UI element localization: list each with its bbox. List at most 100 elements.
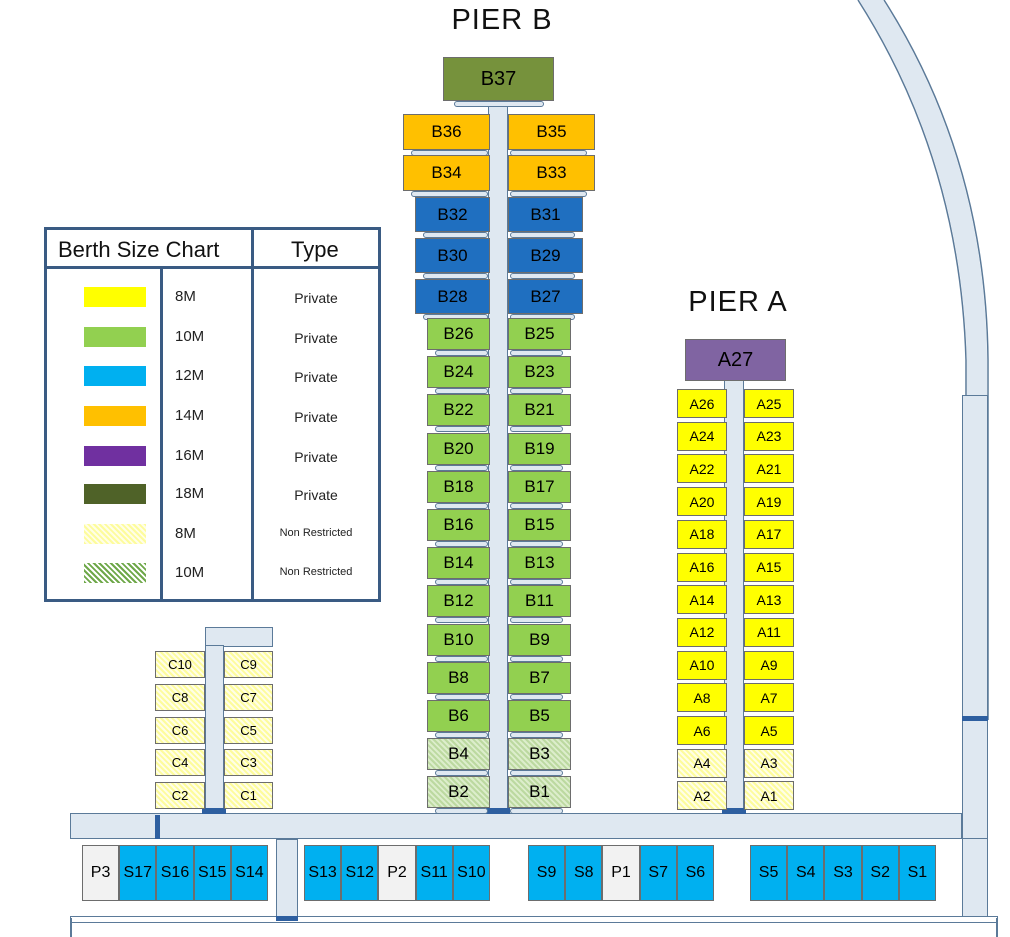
berth-a2[interactable]: A2 xyxy=(677,781,727,811)
berth-c9[interactable]: C9 xyxy=(224,651,273,678)
berth-b22[interactable]: B22 xyxy=(427,394,490,427)
berth-b18[interactable]: B18 xyxy=(427,470,490,503)
berth-a13[interactable]: A13 xyxy=(744,585,794,615)
berth-b20[interactable]: B20 xyxy=(427,432,490,465)
berth-b34[interactable]: B34 xyxy=(403,155,490,191)
berth-c2[interactable]: C2 xyxy=(155,782,205,810)
berth-b9[interactable]: B9 xyxy=(508,623,571,656)
berth-a9[interactable]: A9 xyxy=(744,650,794,680)
berth-a23[interactable]: A23 xyxy=(744,421,794,451)
berth-b25[interactable]: B25 xyxy=(508,318,571,350)
berth-a18[interactable]: A18 xyxy=(677,519,727,549)
berth-s4[interactable]: S4 xyxy=(787,845,825,901)
berth-a20[interactable]: A20 xyxy=(677,487,727,517)
berth-a19[interactable]: A19 xyxy=(744,487,794,517)
bottom-rail-right-post xyxy=(996,918,998,937)
berth-a6[interactable]: A6 xyxy=(677,716,727,745)
berth-b36[interactable]: B36 xyxy=(403,114,490,150)
berth-b33[interactable]: B33 xyxy=(508,155,595,191)
berth-b23[interactable]: B23 xyxy=(508,356,571,389)
berth-b32[interactable]: B32 xyxy=(415,197,490,232)
berth-a10[interactable]: A10 xyxy=(677,650,727,680)
berth-s12[interactable]: S12 xyxy=(341,845,379,901)
berth-a7[interactable]: A7 xyxy=(744,683,794,713)
berth-a15[interactable]: A15 xyxy=(744,552,794,582)
berth-c3[interactable]: C3 xyxy=(224,749,273,777)
berth-b16[interactable]: B16 xyxy=(427,509,490,541)
berth-b17[interactable]: B17 xyxy=(508,470,571,503)
berth-a14[interactable]: A14 xyxy=(677,585,727,615)
berth-b29[interactable]: B29 xyxy=(508,238,583,273)
berth-s11[interactable]: S11 xyxy=(415,845,453,901)
berth-b28[interactable]: B28 xyxy=(415,279,490,314)
berth-s7[interactable]: S7 xyxy=(639,845,677,901)
berth-a21[interactable]: A21 xyxy=(744,454,794,484)
berth-a26[interactable]: A26 xyxy=(677,389,727,418)
berth-b8[interactable]: B8 xyxy=(427,661,490,694)
berth-s8[interactable]: S8 xyxy=(565,845,603,901)
berth-s1[interactable]: S1 xyxy=(898,845,936,901)
berth-s5[interactable]: S5 xyxy=(750,845,788,901)
berth-b7[interactable]: B7 xyxy=(508,661,571,694)
berth-b10[interactable]: B10 xyxy=(427,623,490,656)
berth-b5[interactable]: B5 xyxy=(508,700,571,732)
berth-b24[interactable]: B24 xyxy=(427,356,490,389)
berth-b31[interactable]: B31 xyxy=(508,197,583,232)
berth-c5[interactable]: C5 xyxy=(224,716,273,744)
berth-a22[interactable]: A22 xyxy=(677,454,727,484)
berth-s13[interactable]: S13 xyxy=(304,845,342,901)
berth-b19[interactable]: B19 xyxy=(508,432,571,465)
berth-a17[interactable]: A17 xyxy=(744,519,794,549)
berth-c10[interactable]: C10 xyxy=(155,651,205,678)
breakwater-inner-edge xyxy=(883,0,989,720)
berth-a3[interactable]: A3 xyxy=(744,748,794,778)
berth-a27[interactable]: A27 xyxy=(685,339,786,381)
berth-s2[interactable]: S2 xyxy=(861,845,899,901)
berth-c1[interactable]: C1 xyxy=(224,782,273,810)
berth-b26[interactable]: B26 xyxy=(427,318,490,350)
berth-a1[interactable]: A1 xyxy=(744,781,794,811)
berth-a8[interactable]: A8 xyxy=(677,683,727,713)
legend-size-label: 14M xyxy=(175,407,205,424)
berth-b30[interactable]: B30 xyxy=(415,238,490,273)
berth-c6[interactable]: C6 xyxy=(155,716,205,744)
berth-label: B28 xyxy=(437,286,468,306)
berth-c4[interactable]: C4 xyxy=(155,749,205,777)
berth-s3[interactable]: S3 xyxy=(824,845,862,901)
berth-p1[interactable]: P1 xyxy=(602,845,640,901)
berth-s15[interactable]: S15 xyxy=(193,845,231,901)
berth-a16[interactable]: A16 xyxy=(677,552,727,582)
berth-b14[interactable]: B14 xyxy=(427,547,490,580)
berth-a5[interactable]: A5 xyxy=(744,716,794,745)
berth-b4[interactable]: B4 xyxy=(427,738,490,771)
berth-a25[interactable]: A25 xyxy=(744,389,794,418)
berth-b12[interactable]: B12 xyxy=(427,585,490,618)
berth-a12[interactable]: A12 xyxy=(677,617,727,647)
berth-b15[interactable]: B15 xyxy=(508,509,571,541)
berth-b21[interactable]: B21 xyxy=(508,394,571,427)
berth-s16[interactable]: S16 xyxy=(156,845,194,901)
berth-label: B12 xyxy=(443,591,474,611)
berth-b13[interactable]: B13 xyxy=(508,547,571,580)
berth-c8[interactable]: C8 xyxy=(155,683,205,711)
berth-b37[interactable]: B37 xyxy=(443,57,554,101)
berth-a24[interactable]: A24 xyxy=(677,421,727,451)
berth-b2[interactable]: B2 xyxy=(427,776,490,809)
berth-a11[interactable]: A11 xyxy=(744,617,794,647)
berth-p2[interactable]: P2 xyxy=(378,845,416,901)
berth-b1[interactable]: B1 xyxy=(508,776,571,809)
berth-label: B17 xyxy=(524,476,555,496)
berth-s17[interactable]: S17 xyxy=(119,845,157,901)
berth-b6[interactable]: B6 xyxy=(427,700,490,732)
berth-b35[interactable]: B35 xyxy=(508,114,595,150)
berth-c7[interactable]: C7 xyxy=(224,683,273,711)
berth-b11[interactable]: B11 xyxy=(508,585,571,618)
berth-a4[interactable]: A4 xyxy=(677,748,727,778)
berth-b27[interactable]: B27 xyxy=(508,279,583,314)
berth-s10[interactable]: S10 xyxy=(452,845,490,901)
berth-b3[interactable]: B3 xyxy=(508,738,571,771)
berth-s9[interactable]: S9 xyxy=(528,845,566,901)
berth-p3[interactable]: P3 xyxy=(82,845,120,901)
berth-s6[interactable]: S6 xyxy=(676,845,714,901)
berth-s14[interactable]: S14 xyxy=(230,845,268,901)
